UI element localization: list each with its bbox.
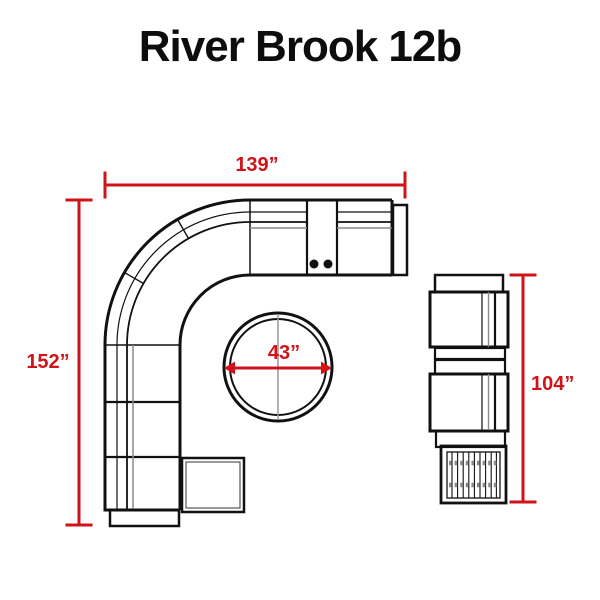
table-diameter-dimension-43	[224, 361, 332, 375]
cup-holder-dot	[309, 259, 319, 269]
ottoman-outer	[180, 456, 246, 514]
middle-connector	[433, 358, 507, 376]
loveseat-unit	[428, 273, 510, 449]
end-table-inner	[446, 451, 501, 499]
corner-seam	[176, 219, 190, 239]
table-diameter-label: 43”	[268, 342, 300, 364]
end-table-slats	[451, 452, 497, 498]
seat-two	[428, 372, 510, 433]
top-armrest	[433, 273, 505, 294]
sectional-outer-outline	[103, 198, 392, 512]
seat-one	[428, 290, 510, 349]
slatted-end-table	[439, 444, 508, 505]
corner-back-cushion-arc	[116, 211, 251, 346]
depth-dimension-152	[65, 198, 93, 527]
dimension-arrowhead	[224, 361, 235, 375]
page-title: River Brook 12b	[138, 22, 462, 71]
dimension-arrowhead	[321, 361, 332, 375]
width-dimension-label: 139”	[235, 154, 278, 176]
length-dimension-label: 104”	[531, 373, 574, 395]
corner-seam	[124, 271, 144, 285]
sectional-inner-outline	[178, 273, 392, 510]
width-dimension-139	[103, 171, 407, 199]
middle-connector	[433, 346, 507, 361]
depth-dimension-label: 152”	[26, 351, 69, 373]
ottoman-inner	[185, 461, 241, 509]
length-dimension-104	[509, 273, 537, 504]
cup-holder-dot	[323, 259, 333, 269]
corner-back-cushion-arc	[126, 221, 251, 346]
curved-sectional-sofa	[103, 198, 409, 528]
bottom-armrest	[108, 508, 181, 528]
table-outer-circle	[222, 311, 334, 423]
square-ottoman	[180, 456, 246, 514]
end-table-outer	[439, 444, 508, 505]
right-armrest	[391, 203, 409, 277]
